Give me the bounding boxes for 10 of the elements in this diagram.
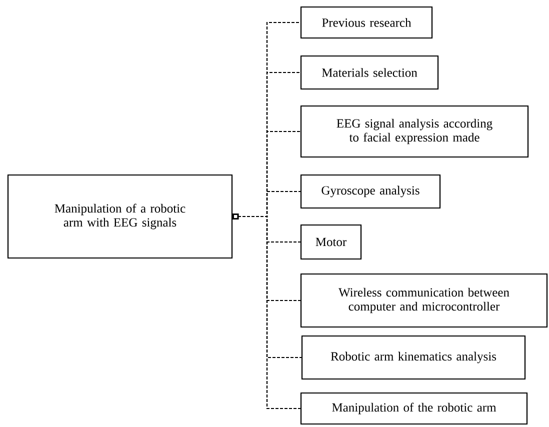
step-box: Manipulation of the robotic arm <box>300 392 528 425</box>
step-box: Wireless communication between computer and microcontroller <box>300 273 548 328</box>
step-box: Motor <box>300 224 362 260</box>
topic-box: Manipulation of a robotic arm with EEG signals <box>7 174 233 259</box>
step-box: Robotic arm kinematics analysis <box>301 335 526 380</box>
step-box: Previous research <box>300 6 433 39</box>
step-box: Materials selection <box>300 55 439 90</box>
step-box: EEG signal analysis according to facial expression made <box>300 105 529 158</box>
step-box: Gyroscope analysis <box>300 174 441 209</box>
connector <box>232 214 300 410</box>
